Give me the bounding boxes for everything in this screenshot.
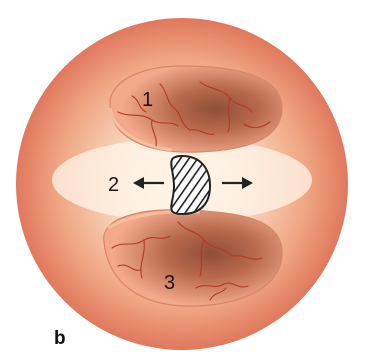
label-3: 3 (164, 272, 175, 294)
label-2: 2 (108, 174, 119, 196)
label-1: 1 (142, 89, 153, 111)
hatched-graft-icon (171, 156, 210, 214)
tissue-top (110, 66, 282, 152)
panel-label: b (54, 328, 66, 349)
